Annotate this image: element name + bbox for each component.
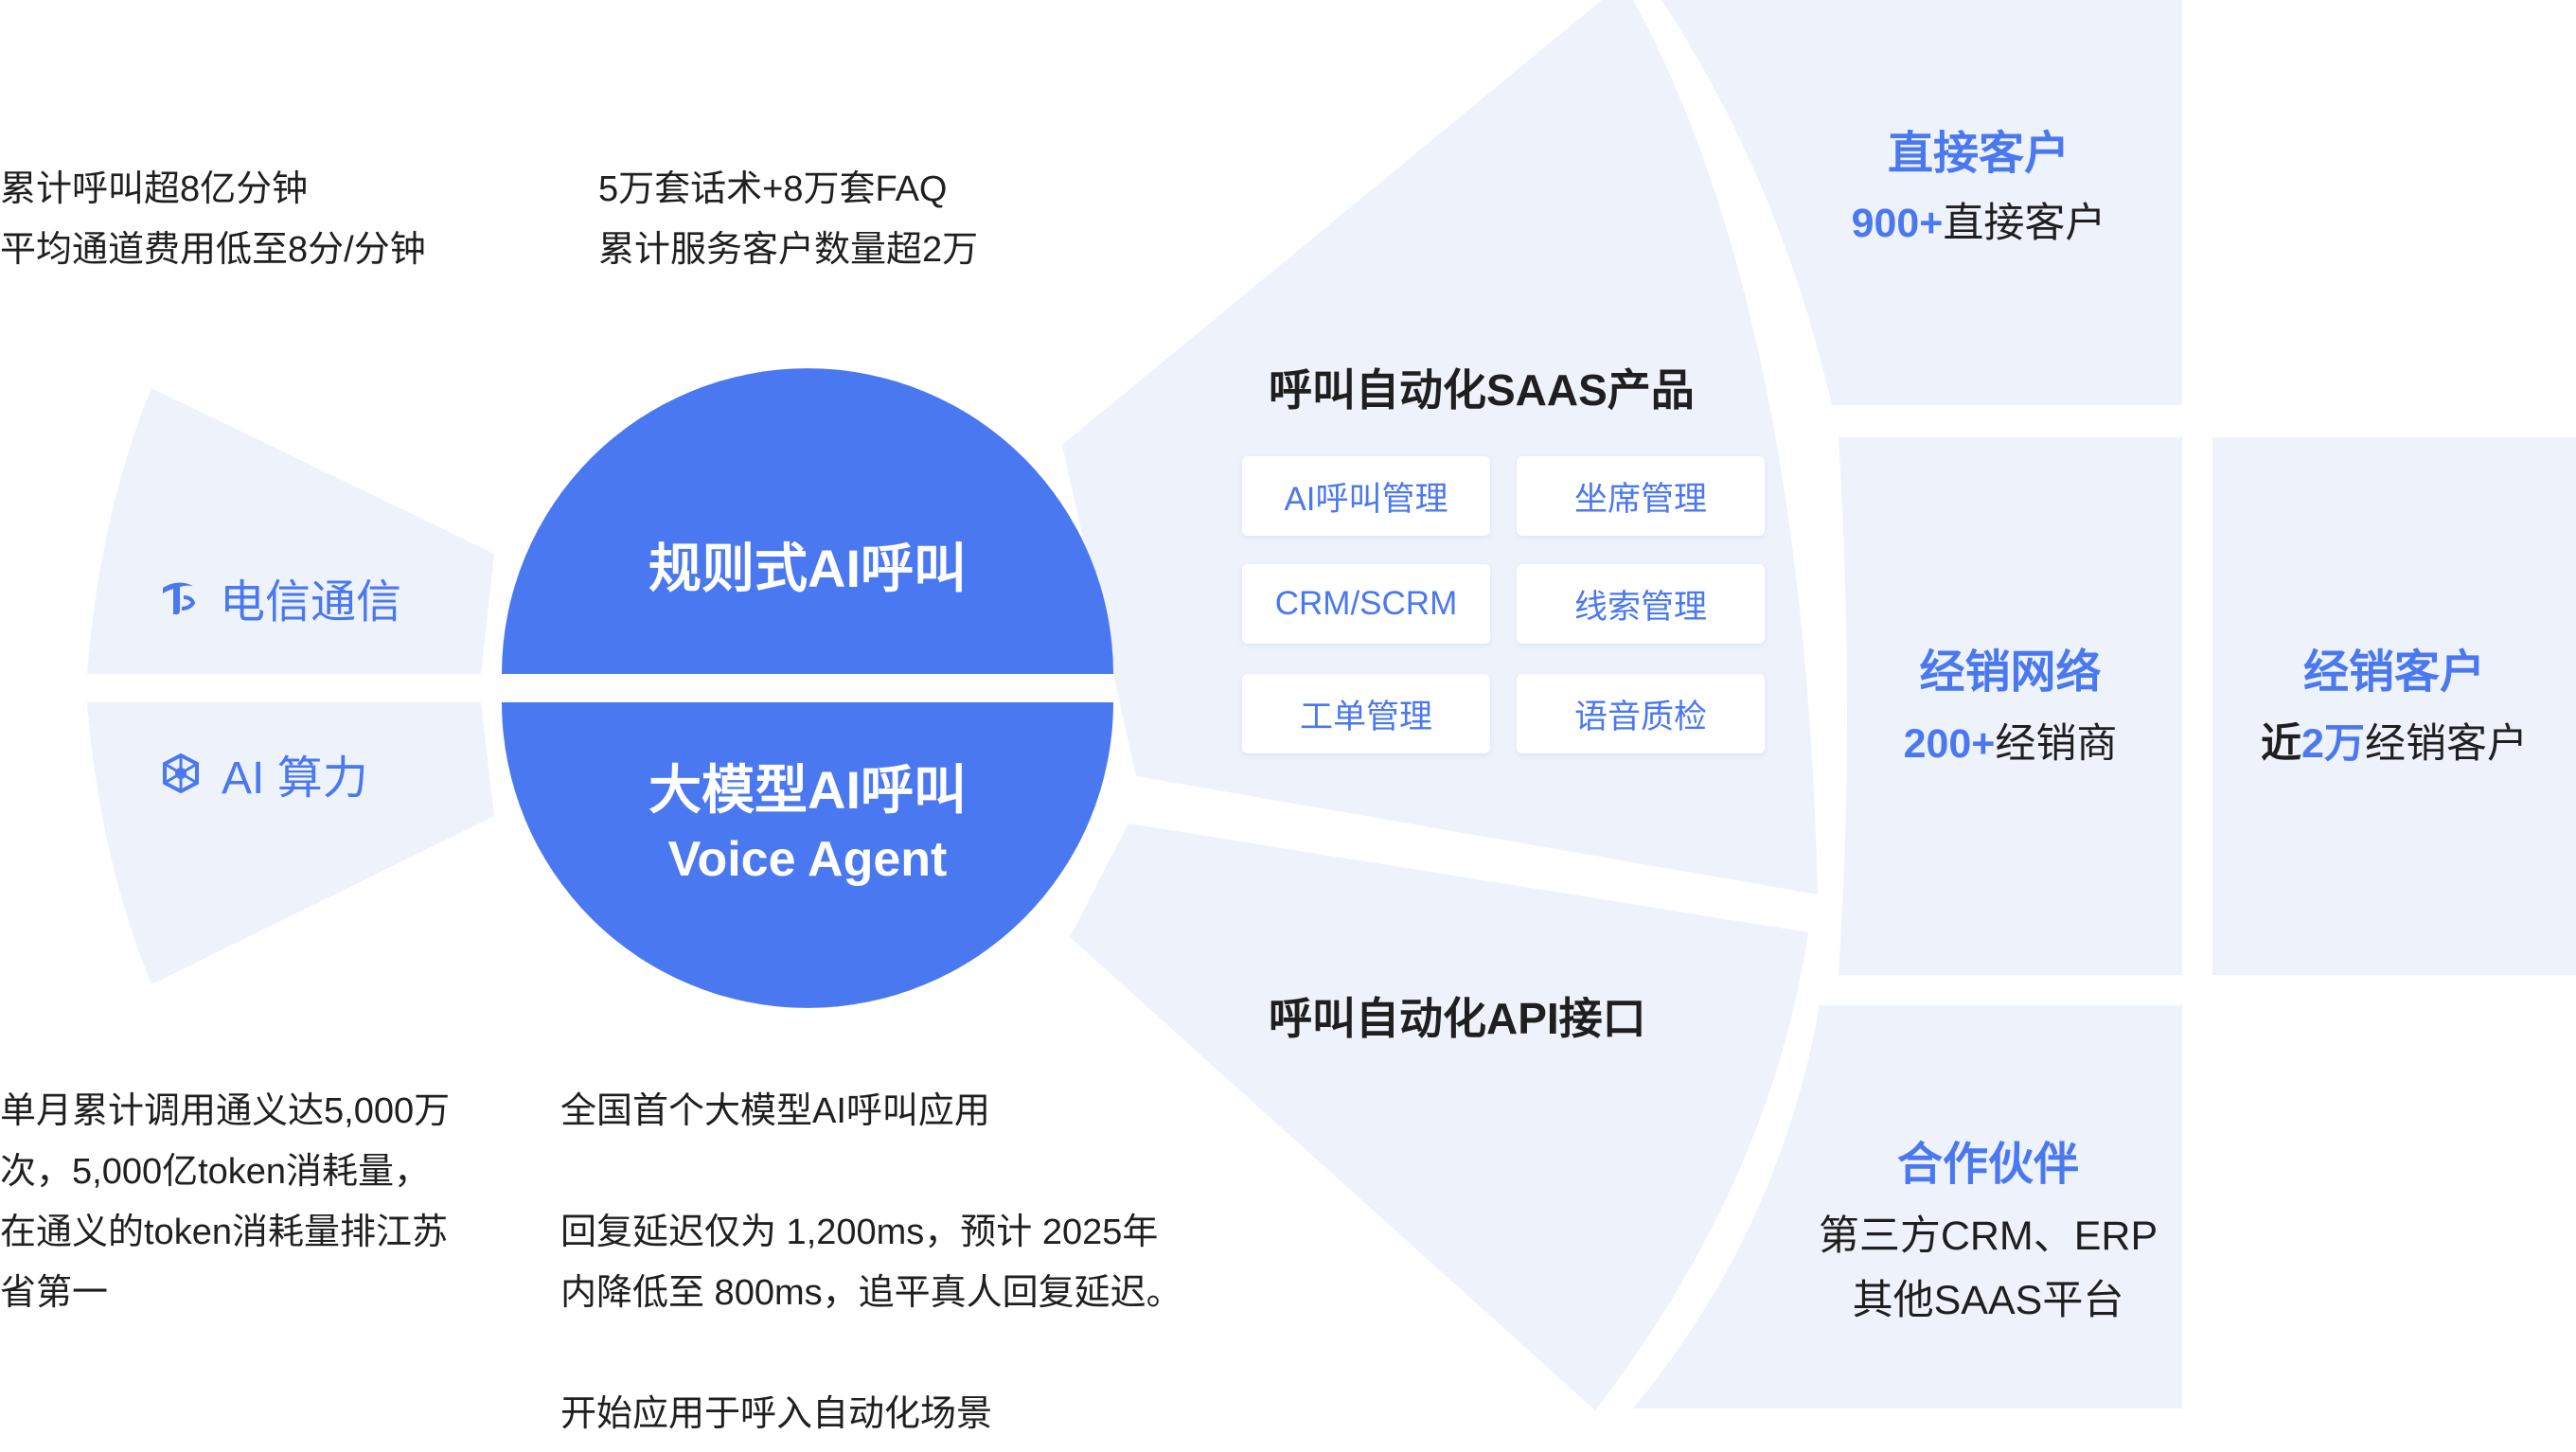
cube-network-icon <box>163 753 199 793</box>
dealer-customers-title: 经销客户 <box>2302 647 2485 698</box>
distribution-text: 经销商 <box>1995 721 2118 767</box>
stats-bottom-middle: 全国首个大模型AI呼叫应用 回复延迟仅为 1,200ms，预计 2025年 内降… <box>560 1081 1182 1444</box>
direct-highlight: 900+ <box>1851 201 1944 246</box>
circle-bottom-half <box>502 702 1113 1008</box>
panel-partners <box>1633 1005 2182 1408</box>
stat-line: 累计服务客户数量超2万 <box>598 230 979 270</box>
partners-desc: 第三方CRM、ERP 其他SAAS平台 <box>1780 1204 2196 1333</box>
stats-bottom-left: 单月累计调用通义达5,000万 次，5,000亿token消耗量， 在通义的to… <box>0 1081 450 1323</box>
stat-line: 开始应用于呼入自动化场景 <box>560 1394 993 1434</box>
chip-agent-management: 坐席管理 <box>1517 456 1765 536</box>
chip-lead-management: 线索管理 <box>1517 564 1765 644</box>
left-wing-bottom <box>87 702 494 984</box>
stat-line: 内降低至 800ms，追平真人回复延迟。 <box>560 1273 1182 1313</box>
stats-top-left: 累计呼叫超8亿分钟 平均通道费用低至8分/分钟 <box>0 159 426 280</box>
partners-line: 其他SAAS平台 <box>1852 1278 2124 1323</box>
center-bottom-sublabel: Voice Agent <box>667 832 948 887</box>
dealer-customers-prefix: 近 <box>2261 721 2302 767</box>
stat-line: 回复延迟仅为 1,200ms，预计 2025年 <box>560 1213 1159 1252</box>
wing-compute: AI 算力 <box>161 740 368 806</box>
left-wing-top <box>87 388 494 674</box>
panel-distribution <box>1839 437 2182 975</box>
direct-text: 直接客户 <box>1943 201 2106 246</box>
sector-api <box>1070 823 1808 1410</box>
api-title: 呼叫自动化API接口 <box>1269 994 1646 1043</box>
partners-title: 合作伙伴 <box>1896 1140 2079 1190</box>
chip-ai-call-management: AI呼叫管理 <box>1242 456 1490 536</box>
center-top-label: 规则式AI呼叫 <box>648 539 967 598</box>
distribution-desc: 200+经销商 <box>1839 712 2182 776</box>
wing-telecom-label: 电信通信 <box>220 577 402 628</box>
stat-line: 在通义的token消耗量排江苏 <box>0 1213 448 1252</box>
chip-crm-scrm: CRM/SCRM <box>1242 564 1490 644</box>
sector-saas <box>1062 0 1818 894</box>
stat-line: 平均通道费用低至8分/分钟 <box>0 230 426 270</box>
stat-line: 单月累计调用通义达5,000万 <box>0 1091 451 1131</box>
center-bottom-label: 大模型AI呼叫 <box>648 760 967 820</box>
chip-ticket-management: 工单管理 <box>1242 674 1490 753</box>
dealer-customers-desc: 近2万经销客户 <box>2212 712 2576 776</box>
saas-title: 呼叫自动化SAAS产品 <box>1269 365 1695 415</box>
panel-direct <box>1661 0 2182 405</box>
dealer-customers-highlight: 2万 <box>2301 721 2365 767</box>
telecom-logo-icon <box>163 582 196 615</box>
chip-voice-qa: 语音质检 <box>1517 674 1765 753</box>
stat-line: 次，5,000亿token消耗量， <box>0 1152 431 1192</box>
distribution-title: 经销网络 <box>1919 647 2102 698</box>
wing-telecom: 电信通信 <box>157 564 401 630</box>
stat-line: 累计呼叫超8亿分钟 <box>0 169 309 209</box>
partners-line: 第三方CRM、ERP <box>1818 1213 2159 1259</box>
direct-title: 直接客户 <box>1887 129 2070 179</box>
stats-top-middle: 5万套话术+8万套FAQ 累计服务客户数量超2万 <box>598 159 978 280</box>
panel-dealer-customers <box>2212 437 2576 975</box>
stat-line: 全国首个大模型AI呼叫应用 <box>560 1091 990 1131</box>
direct-desc: 900+直接客户 <box>1780 191 2177 256</box>
distribution-highlight: 200+ <box>1903 721 1996 767</box>
stat-line: 5万套话术+8万套FAQ <box>598 169 948 209</box>
circle-top-half <box>502 368 1113 674</box>
stat-line <box>560 1323 1182 1384</box>
dealer-customers-text: 经销客户 <box>2364 721 2528 767</box>
stat-line <box>560 1142 1182 1202</box>
stat-line: 省第一 <box>0 1273 109 1313</box>
wing-compute-label: AI 算力 <box>222 753 368 804</box>
